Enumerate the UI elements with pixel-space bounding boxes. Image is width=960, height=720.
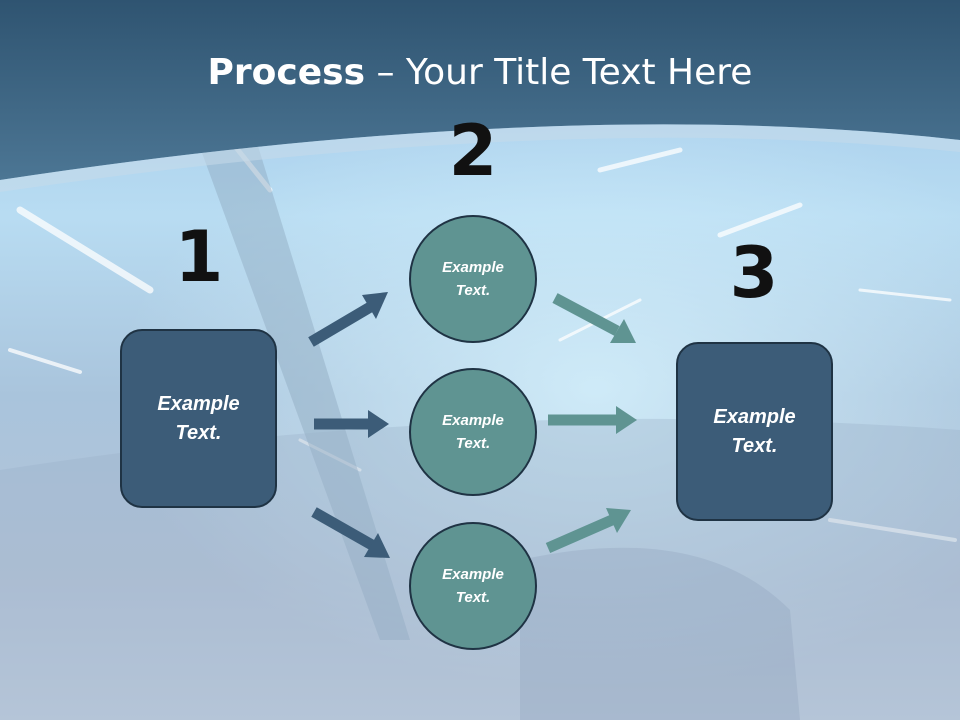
step1-box-line2: Text. [175, 421, 222, 444]
title-bold: Process [207, 52, 366, 93]
arrow-left-to-top [308, 292, 388, 347]
circle-middle-line2: Text. [455, 435, 491, 452]
circle-bottom-line2: Text. [455, 589, 491, 606]
title-rest: – Your Title Text Here [365, 52, 753, 93]
arrow-left-to-middle [314, 410, 389, 438]
step-number-3: 3 [729, 232, 779, 314]
step3-box: Example Text. [676, 342, 833, 521]
circle-top-line1: Example [442, 259, 504, 276]
circle-top-line2: Text. [455, 282, 491, 299]
step3-box-line1: Example [713, 405, 796, 428]
arrow-top-to-right [552, 293, 636, 343]
arrow-middle-to-right [548, 406, 637, 434]
step3-box-line2: Text. [731, 434, 778, 457]
step-number-2: 2 [448, 110, 498, 192]
arrow-bottom-to-right [545, 508, 631, 554]
step-number-1: 1 [174, 216, 224, 298]
step1-box-line1: Example [157, 392, 240, 415]
slide-title: Process – Your Title Text Here [0, 52, 960, 93]
step1-box: Example Text. [120, 329, 277, 508]
step2-circle-middle: Example Text. [409, 368, 537, 496]
step2-circle-bottom: Example Text. [409, 522, 537, 650]
arrow-left-to-bottom [311, 507, 390, 558]
circle-bottom-line1: Example [442, 566, 504, 583]
circle-middle-line1: Example [442, 412, 504, 429]
step2-circle-top: Example Text. [409, 215, 537, 343]
